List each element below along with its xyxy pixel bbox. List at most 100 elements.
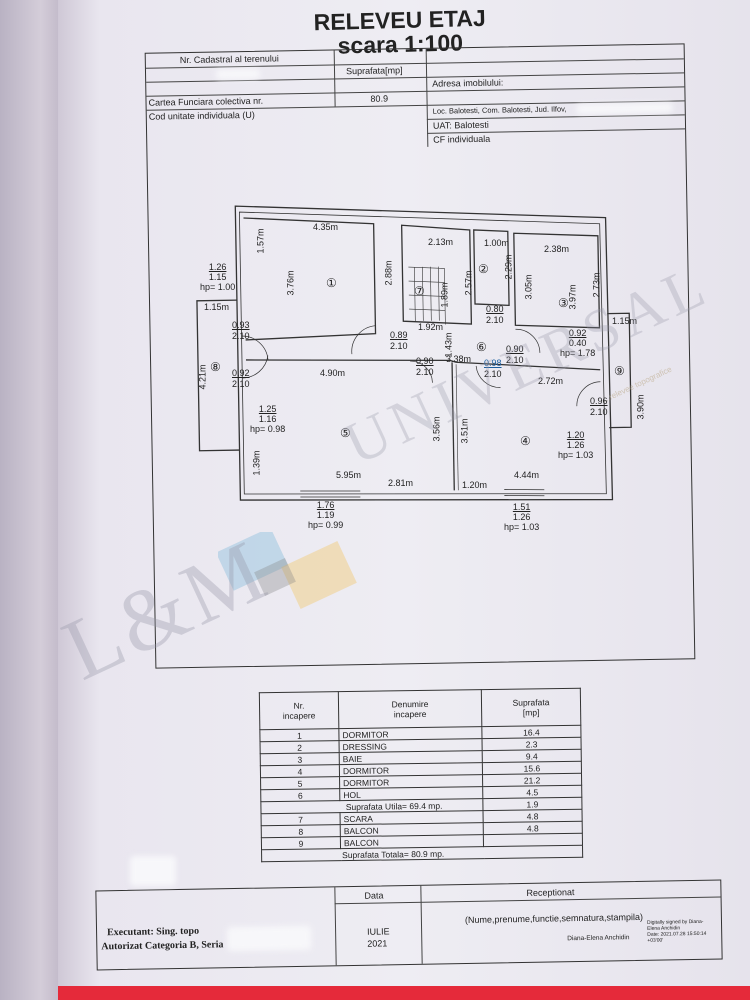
address-value: Loc. Balotesti, Com. Balotesti, Jud. Ilf… <box>432 104 567 116</box>
redacted-cadastral <box>215 68 261 80</box>
dim-label: 4.44m <box>514 470 540 480</box>
month: IULIE <box>367 926 390 937</box>
cell-nr: 3 <box>260 752 340 766</box>
redacted-corner <box>130 856 176 886</box>
dim-label: 1.89m <box>439 282 450 308</box>
balcony-left <box>196 299 240 452</box>
th-nr: Nr.incapere <box>259 691 339 730</box>
dim-label: 1.92m <box>418 322 444 332</box>
dim-label: 1.39m <box>251 450 262 476</box>
redacted-address <box>576 102 673 115</box>
door-arc <box>410 360 433 383</box>
cf-label: Cartea Funciara colectiva nr. <box>148 95 264 108</box>
digital-signature: Digitally signed by Diana-Elena Anchidin… <box>646 918 707 944</box>
dim-label: 4.21m <box>197 364 208 390</box>
address-label: Adresa imobilului: <box>432 77 504 89</box>
autorizat: Autorizat Categoria B, Seria <box>101 939 224 953</box>
uat-value: UAT: Balotesti <box>432 119 489 131</box>
room-5-marker: ⑤ <box>340 426 351 440</box>
receptionat: Receptionat <box>526 887 575 898</box>
footer-divider <box>420 885 423 964</box>
room-7-marker: ⑦ <box>414 284 425 298</box>
floor-plan <box>196 205 632 501</box>
cell-nr: 9 <box>261 836 341 850</box>
door-arc <box>351 325 376 355</box>
dim-label: 1.00m <box>484 238 510 248</box>
dim-label: 5.95m <box>336 470 362 480</box>
dim-label: 3.05m <box>523 274 534 300</box>
cell-nr: 2 <box>260 740 340 754</box>
area-label: Suprafata[mp] <box>345 65 403 77</box>
door-arc <box>475 365 501 388</box>
dim-label: 1.15m <box>612 316 638 326</box>
dim-label: 1.43m <box>443 332 454 358</box>
cell-nr: 5 <box>260 776 340 790</box>
dim-label: 2.72m <box>538 376 564 386</box>
redacted-executant <box>227 925 312 952</box>
cf-individual: CF individuala <box>433 133 491 145</box>
footer-box: Executant: Sing. topo Autorizat Categori… <box>95 879 723 971</box>
dim-label: 2.38m <box>544 244 570 254</box>
executant: Executant: Sing. topo <box>106 925 200 939</box>
dim-label: 3.90m <box>635 394 646 420</box>
dim-label: 1.20m <box>462 480 488 490</box>
area-value: 80.9 <box>370 93 389 104</box>
dim-label: 2.88m <box>383 260 394 286</box>
inner-wall <box>238 211 607 495</box>
room-3-marker: ③ <box>558 296 569 310</box>
stair-wall <box>400 224 473 325</box>
red-bottom-stripe <box>58 986 750 1000</box>
dim-label: 4.35m <box>313 222 339 232</box>
dim-label: 2.13m <box>428 237 454 247</box>
room-3-wall <box>513 232 601 329</box>
room-4-marker: ④ <box>520 434 531 448</box>
dim-label: 3.76m <box>285 270 296 296</box>
room-divider <box>455 364 459 491</box>
cell-nr: 8 <box>261 824 341 838</box>
room-2-marker: ② <box>478 262 489 276</box>
dim-label: 2.29m <box>503 254 514 280</box>
receptionat-fields: (Nume,prenume,functie,semnatura,stampila… <box>464 911 644 926</box>
dim-label: 2.81m <box>388 478 414 488</box>
room-8-marker: ⑧ <box>210 360 221 374</box>
dim-label: 1.15m <box>204 302 230 312</box>
room-2-wall <box>473 229 510 307</box>
binding-edge <box>0 0 58 1000</box>
door-arc <box>242 355 269 379</box>
signer-name: Diana-Elena Anchidin <box>567 934 630 943</box>
dim-label: 1.57m <box>255 228 266 254</box>
balcony-right <box>607 312 632 429</box>
unit-label: Cod unitate individuala (U) <box>148 109 255 122</box>
dim-label: 3.38m <box>446 354 472 364</box>
window <box>300 490 361 498</box>
dim-label: 2.57m <box>463 270 474 296</box>
logo-squares <box>218 532 357 609</box>
th-area: Suprafata[mp] <box>481 688 581 727</box>
cell-nr: 1 <box>259 728 340 742</box>
room-1-wall <box>243 217 377 341</box>
dim-label: 4.90m <box>320 368 346 378</box>
outer-wall <box>234 205 614 501</box>
room-6-marker: ⑥ <box>476 340 487 354</box>
cell-nr: 6 <box>260 788 340 802</box>
footer-divider <box>334 887 337 966</box>
corridor-wall <box>245 359 601 371</box>
room-1-marker: ① <box>326 276 337 290</box>
header-rule <box>146 86 685 97</box>
cell-nr: 7 <box>261 812 341 826</box>
